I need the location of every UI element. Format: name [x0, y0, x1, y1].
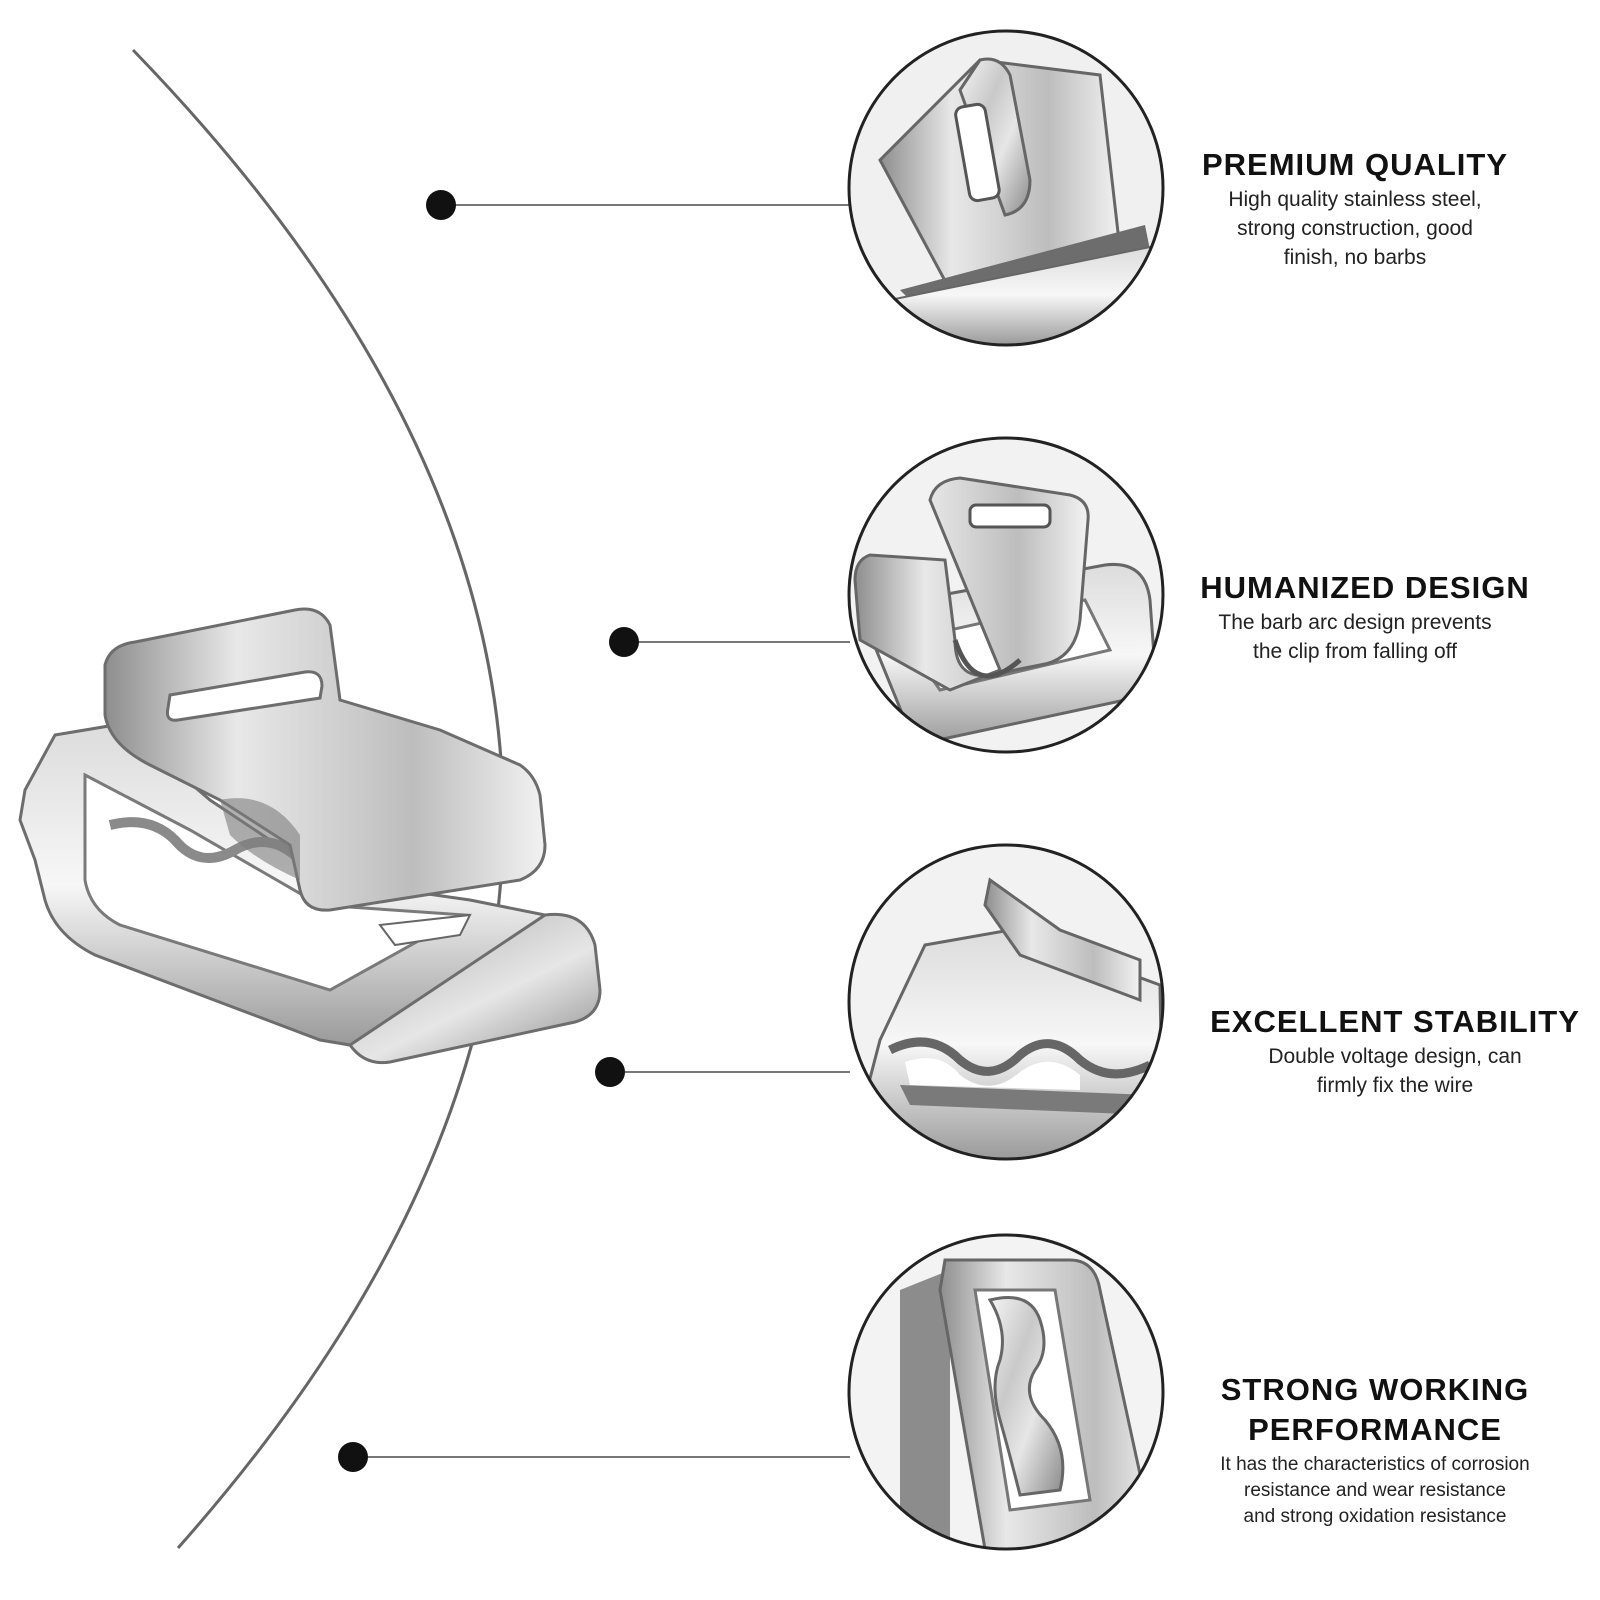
- detail-circle-1-border: [847, 29, 1165, 347]
- feature-3-desc-line-1: Double voltage design, can: [1268, 1045, 1522, 1068]
- callout-dot-3: [595, 1057, 625, 1087]
- feature-title-premium-quality: PREMIUM QUALITY: [1190, 145, 1520, 185]
- feature-3-desc-line-2: firmly fix the wire: [1316, 1074, 1474, 1097]
- feature-4-title-line-1: STRONG WORKING: [1220, 1372, 1530, 1407]
- detail-circle-3: [847, 843, 1165, 1161]
- callout-dot-2: [609, 627, 639, 657]
- callout-connectors: [338, 190, 850, 1472]
- feature-3-title-line-1: EXCELLENT STABILITY: [1210, 1004, 1580, 1039]
- feature-2-desc-line-1: The barb arc design prevents: [1218, 611, 1492, 634]
- feature-title-humanized-design: HUMANIZED DESIGN: [1190, 568, 1540, 608]
- feature-4-title-line-2: PERFORMANCE: [1248, 1412, 1502, 1447]
- detail-circle-4-border: [847, 1233, 1165, 1551]
- feature-4-desc-line-1: It has the characteristics of corrosion: [1220, 1454, 1530, 1475]
- callout-dot-1: [426, 190, 456, 220]
- detail-circle-3-border: [847, 843, 1165, 1161]
- detail-circle-2: [847, 436, 1165, 754]
- feature-2-title-line-1: HUMANIZED DESIGN: [1200, 570, 1530, 605]
- feature-title-strong-working-performance: STRONG WORKING PERFORMANCE: [1200, 1370, 1550, 1450]
- feature-1-desc-line-3: finish, no barbs: [1283, 246, 1427, 269]
- feature-desc-humanized-design: The barb arc design prevents the clip fr…: [1190, 608, 1520, 666]
- feature-2-desc-line-2: the clip from falling off: [1253, 640, 1457, 663]
- feature-1-desc-line-2: strong construction, good: [1237, 217, 1473, 240]
- feature-desc-premium-quality: High quality stainless steel, strong con…: [1190, 185, 1520, 272]
- detail-circle-4: [847, 1233, 1165, 1551]
- detail-circle-1: [847, 29, 1165, 347]
- feature-1-desc-line-1: High quality stainless steel,: [1228, 188, 1482, 211]
- detail-circle-2-border: [847, 436, 1165, 754]
- wire-clip-product-image: [18, 607, 602, 1065]
- feature-title-excellent-stability: EXCELLENT STABILITY: [1195, 1002, 1595, 1042]
- callout-dot-4: [338, 1442, 368, 1472]
- feature-4-desc-line-2: resistance and wear resistance: [1244, 1480, 1506, 1501]
- feature-1-title-line-1: PREMIUM QUALITY: [1201, 147, 1509, 182]
- feature-desc-strong-working-performance: It has the characteristics of corrosion …: [1195, 1452, 1555, 1530]
- feature-desc-excellent-stability: Double voltage design, can firmly fix th…: [1230, 1042, 1560, 1100]
- feature-4-desc-line-3: and strong oxidation resistance: [1243, 1506, 1507, 1527]
